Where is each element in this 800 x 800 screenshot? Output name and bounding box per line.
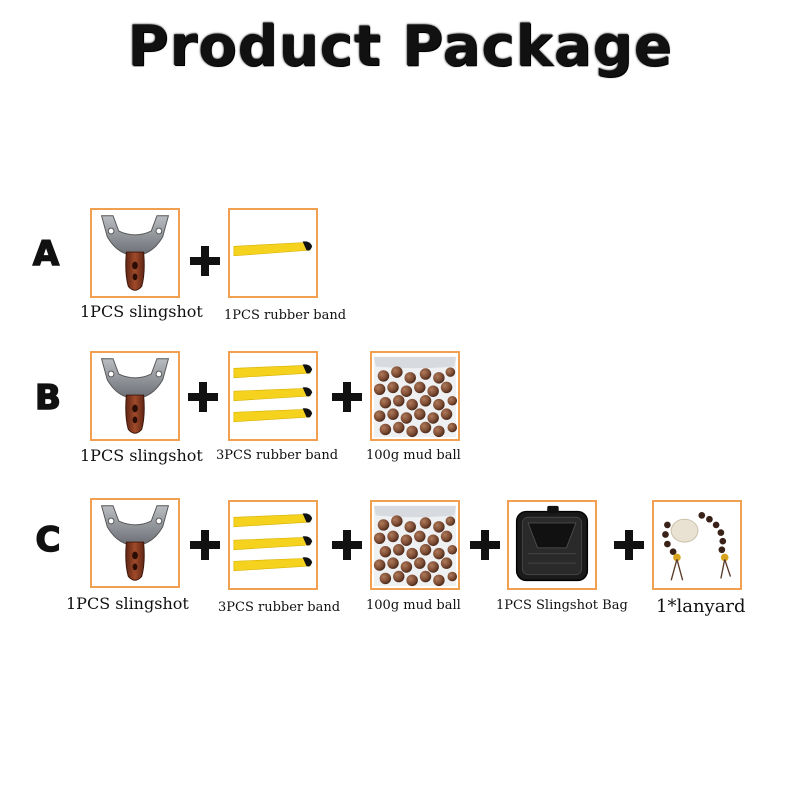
slingshot-icon bbox=[92, 353, 178, 439]
rubber-band-icon bbox=[230, 210, 316, 296]
row-c-slingshot-tile bbox=[90, 498, 180, 588]
row-a-caption-slingshot: 1PCS slingshot bbox=[80, 302, 203, 321]
plus-icon bbox=[190, 246, 220, 276]
row-b-slingshot-tile bbox=[90, 351, 180, 441]
page-title: Product Package bbox=[127, 14, 673, 79]
plus-icon bbox=[190, 530, 220, 560]
row-a-rubber-band-tile bbox=[228, 208, 318, 298]
slingshot-bag-icon bbox=[509, 502, 595, 588]
plus-icon bbox=[614, 530, 644, 560]
row-c-caption-slingshot: 1PCS slingshot bbox=[66, 594, 189, 613]
row-a-caption-rubber-band: 1PCS rubber band bbox=[224, 308, 347, 323]
row-b-label: B bbox=[34, 377, 61, 419]
row-c-lanyard-tile bbox=[652, 500, 742, 590]
row-b-caption-rubber-band: 3PCS rubber band bbox=[216, 448, 339, 463]
row-a-slingshot-tile bbox=[90, 208, 180, 298]
row-c-caption-lanyard: 1*lanyard bbox=[656, 596, 746, 617]
mud-ball-icon bbox=[372, 502, 458, 588]
row-b-caption-slingshot: 1PCS slingshot bbox=[80, 446, 203, 465]
plus-icon bbox=[470, 530, 500, 560]
row-c-caption-rubber-band: 3PCS rubber band bbox=[218, 600, 341, 615]
mud-ball-icon bbox=[372, 353, 458, 439]
plus-icon bbox=[188, 382, 218, 412]
lanyard-icon bbox=[654, 502, 740, 588]
row-c-caption-slingshot-bag: 1PCS Slingshot Bag bbox=[496, 598, 628, 613]
rubber-band-icon bbox=[230, 353, 316, 439]
row-b-caption-mud-ball: 100g mud ball bbox=[366, 448, 461, 463]
row-b-mud-ball-tile bbox=[370, 351, 460, 441]
row-b-rubber-band-tile bbox=[228, 351, 318, 441]
row-c-rubber-band-tile bbox=[228, 500, 318, 590]
plus-icon bbox=[332, 382, 362, 412]
slingshot-icon bbox=[92, 210, 178, 296]
rubber-band-icon bbox=[230, 502, 316, 588]
row-c-mud-ball-tile bbox=[370, 500, 460, 590]
row-a-label: A bbox=[32, 233, 60, 275]
row-c-slingshot-bag-tile bbox=[507, 500, 597, 590]
row-c-label: C bbox=[35, 519, 61, 561]
plus-icon bbox=[332, 530, 362, 560]
row-c-caption-mud-ball: 100g mud ball bbox=[366, 598, 461, 613]
slingshot-icon bbox=[92, 500, 178, 586]
